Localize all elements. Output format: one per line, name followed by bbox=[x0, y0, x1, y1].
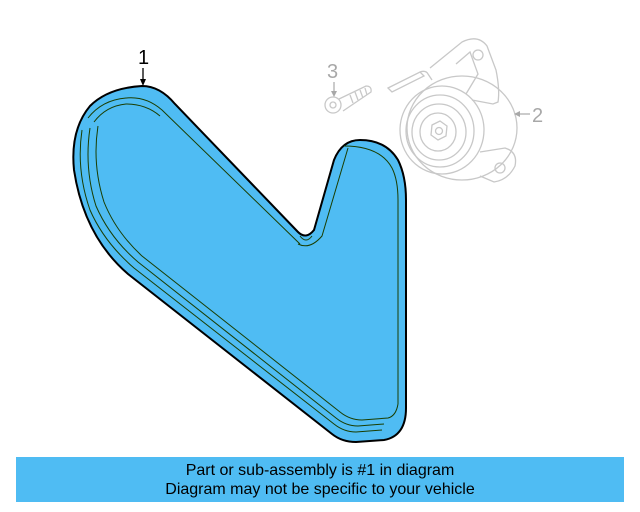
svg-text:3: 3 bbox=[327, 61, 338, 83]
callout-3: 3 bbox=[327, 61, 338, 97]
callout-1: 1 bbox=[138, 47, 149, 86]
belt-tensioner-part[interactable] bbox=[386, 38, 518, 183]
tensioner-bolt-part[interactable] bbox=[324, 85, 372, 114]
svg-text:1: 1 bbox=[138, 47, 149, 69]
serpentine-belt-part[interactable] bbox=[72, 84, 407, 444]
diagram-notice-banner: Part or sub-assembly is #1 in diagram Di… bbox=[16, 457, 624, 502]
banner-line-part-number: Part or sub-assembly is #1 in diagram bbox=[185, 462, 455, 479]
svg-text:2: 2 bbox=[532, 105, 543, 127]
callout-2: 2 bbox=[514, 105, 543, 127]
banner-line-disclaimer: Diagram may not be specific to your vehi… bbox=[165, 481, 475, 498]
